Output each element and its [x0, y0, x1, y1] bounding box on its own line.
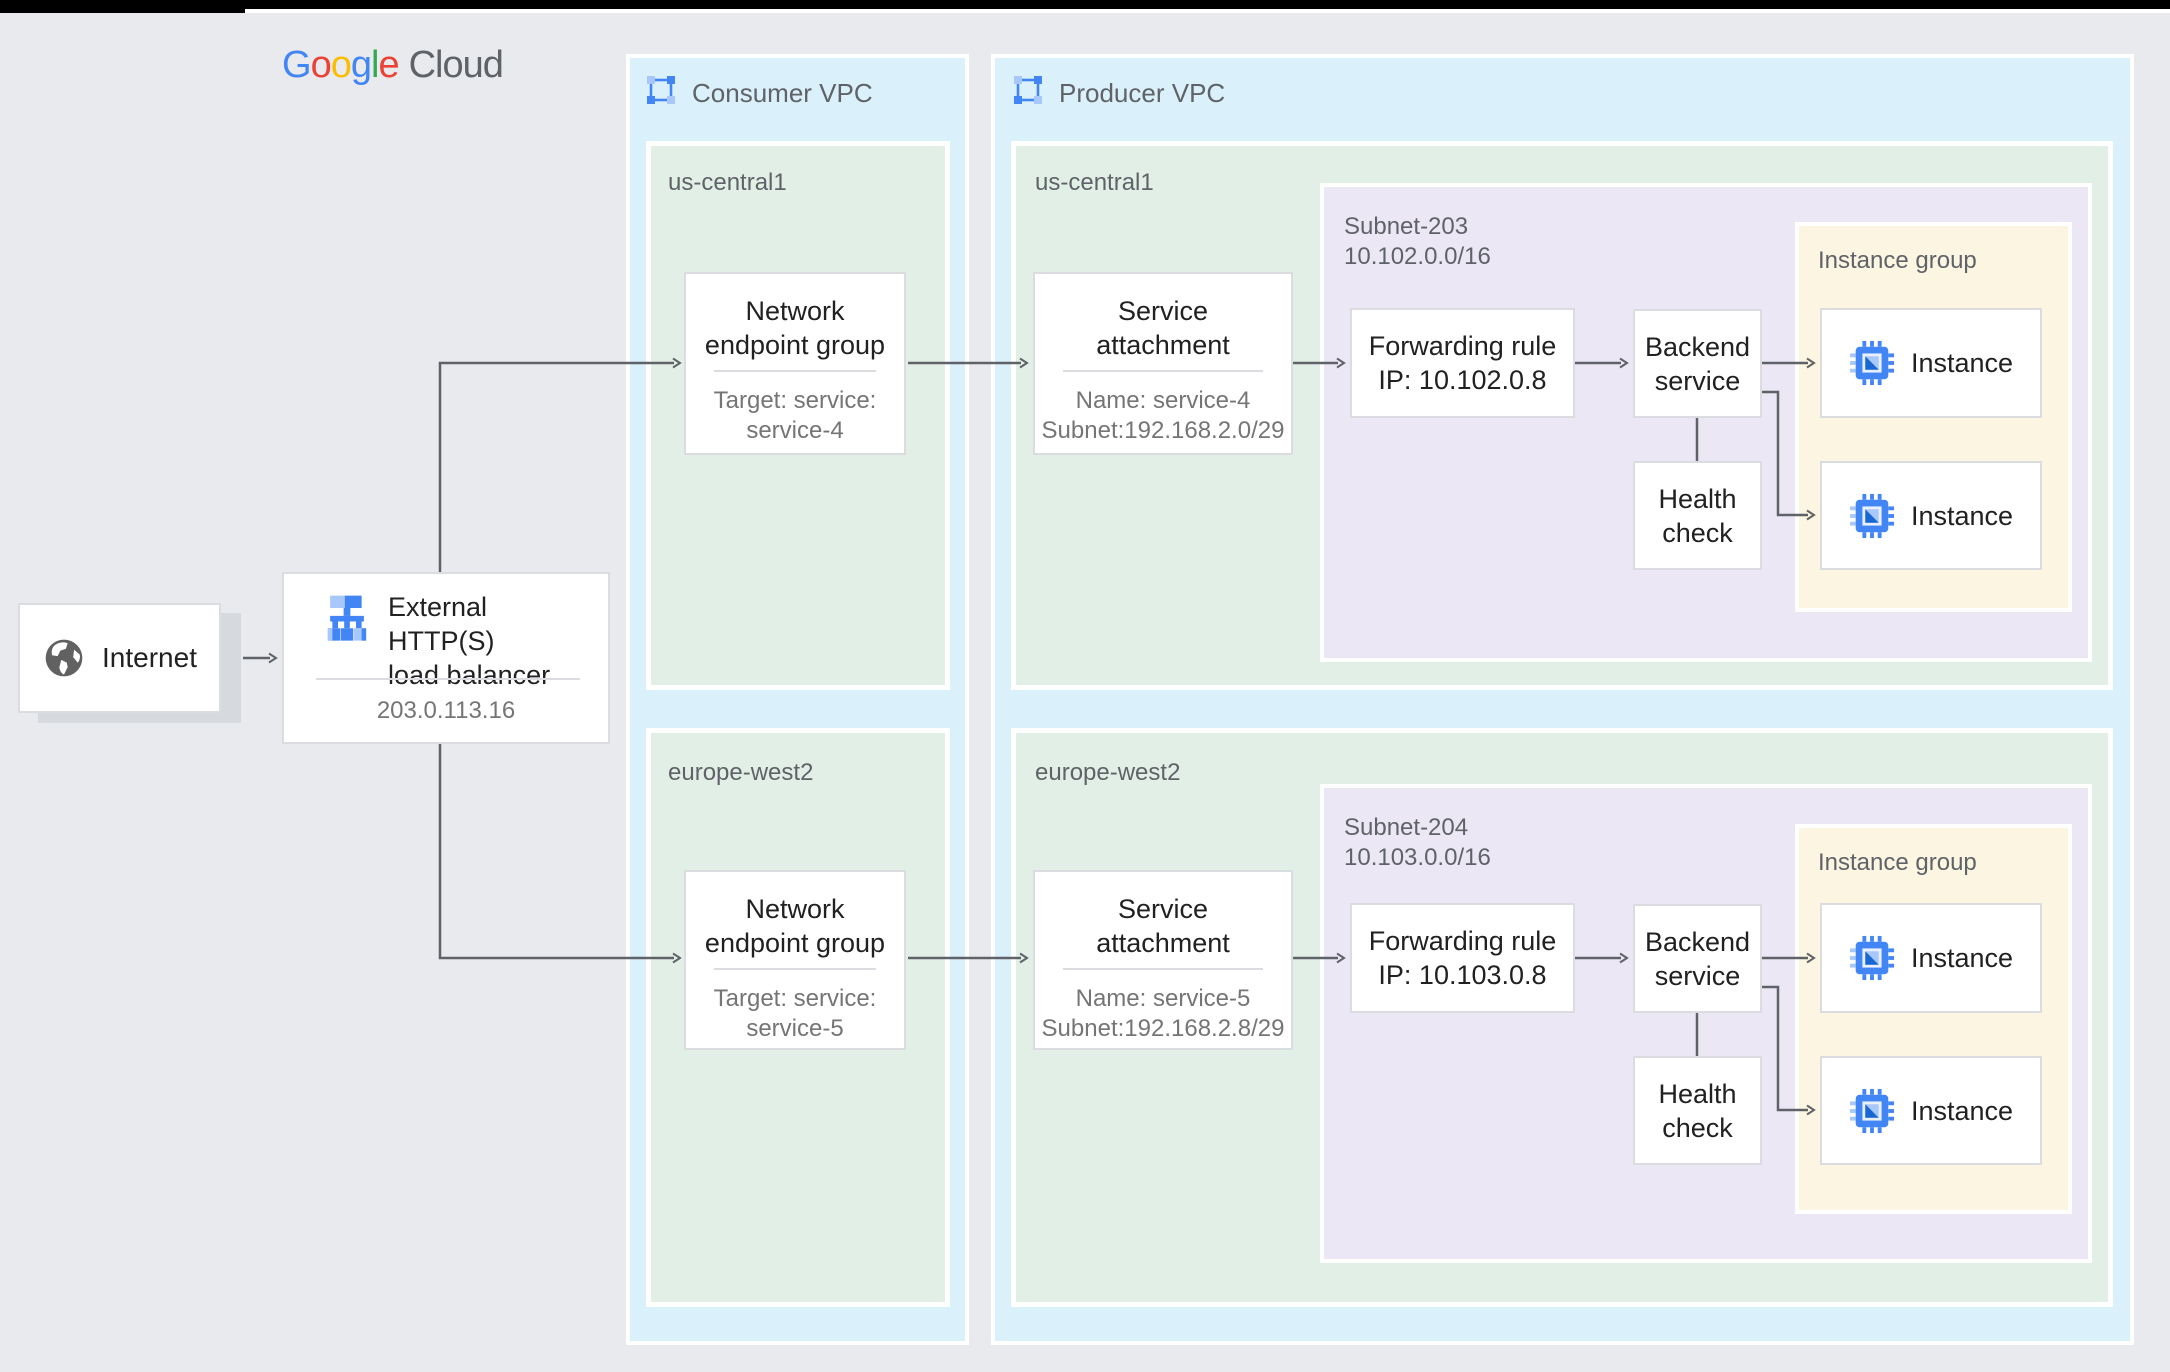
logo-letter: g	[350, 44, 372, 86]
vpc-icon	[1012, 74, 1044, 106]
forwarding-rule-text-2: Forwarding rule IP: 10.103.0.8	[1368, 926, 1557, 990]
consumer-vpc-label: Consumer VPC	[692, 78, 873, 108]
connector-lb-to-neg-1	[438, 357, 682, 572]
logo-letter: o	[330, 44, 352, 86]
instance-group-label-2: Instance group	[1818, 849, 1977, 876]
instance-group-label-1: Instance group	[1818, 247, 1977, 274]
neg-target-2: Target: service: service-5	[713, 985, 877, 1042]
service-attachment-title-2: Service attachment	[1096, 894, 1230, 958]
service-attachment-box-1: Service attachment Name: service-4 Subne…	[1033, 272, 1293, 455]
neg-divider-1	[714, 370, 876, 372]
load-balancer-ip: 203.0.113.16	[376, 697, 516, 724]
top-left-black-bar	[0, 0, 245, 13]
health-check-text-2: Health check	[1658, 1078, 1737, 1143]
consumer-region-europe-west2-label: europe-west2	[668, 759, 814, 786]
service-attachment-box-2: Service attachment Name: service-5 Subne…	[1033, 870, 1293, 1050]
logo-letter: l	[370, 44, 380, 86]
instance-label: Instance	[1910, 348, 2014, 378]
vpc-icon	[645, 74, 677, 106]
subnet-203-label: Subnet-203 10.102.0.0/16	[1344, 213, 1491, 270]
network-endpoint-group-box-1: Network endpoint group Target: service: …	[684, 272, 906, 455]
globe-icon	[42, 636, 86, 680]
service-attachment-details-2: Name: service-5 Subnet:192.168.2.8/29	[1041, 985, 1285, 1042]
logo-letter: o	[310, 44, 332, 86]
neg-title-1: Network endpoint group	[704, 296, 886, 360]
consumer-region-us-central1-label: us-central1	[668, 169, 787, 196]
health-check-box-2: Health check	[1633, 1056, 1762, 1165]
top-black-bar	[0, 0, 2170, 9]
service-attachment-divider-1	[1063, 370, 1263, 372]
neg-title-2: Network endpoint group	[704, 894, 886, 958]
health-check-text-1: Health check	[1658, 483, 1737, 548]
subnet-204-label: Subnet-204 10.103.0.0/16	[1344, 814, 1491, 871]
internet-label: Internet	[102, 642, 197, 673]
load-balancer-box: External HTTP(S) load balancer 203.0.113…	[282, 572, 610, 744]
instance-box-2a: Instance	[1820, 903, 2042, 1013]
neg-target-1: Target: service: service-4	[713, 387, 877, 444]
forwarding-rule-box-2: Forwarding rule IP: 10.103.0.8	[1350, 903, 1575, 1013]
load-balancer-title: External HTTP(S) load balancer	[388, 592, 551, 690]
network-endpoint-group-box-2: Network endpoint group Target: service: …	[684, 870, 906, 1050]
backend-service-text-1: Backend service	[1644, 331, 1751, 396]
internet-box: Internet	[18, 603, 221, 713]
service-attachment-divider-2	[1063, 968, 1263, 970]
instance-label: Instance	[1910, 943, 2014, 973]
producer-region-europe-west2-label: europe-west2	[1035, 759, 1181, 786]
compute-instance-icon	[1849, 1088, 1895, 1134]
load-balancer-icon	[320, 590, 374, 644]
logo-letter: e	[378, 44, 399, 86]
service-attachment-details-1: Name: service-4 Subnet:192.168.2.0/29	[1041, 387, 1285, 444]
producer-region-us-central1-label: us-central1	[1035, 169, 1154, 196]
health-check-box-1: Health check	[1633, 461, 1762, 570]
connector-lb-to-neg-2	[438, 744, 682, 964]
logo-cloud-text: Cloud	[408, 44, 504, 86]
connector-bs-to-instance-1b	[1762, 390, 1816, 521]
compute-instance-icon	[1849, 340, 1895, 386]
top-white-strip	[245, 9, 2170, 13]
neg-divider-2	[714, 968, 876, 970]
service-attachment-title-1: Service attachment	[1096, 296, 1230, 360]
logo-letter: G	[282, 44, 312, 86]
instance-box-2b: Instance	[1820, 1056, 2042, 1165]
connector-bs-to-instance-2b	[1762, 985, 1816, 1116]
compute-instance-icon	[1849, 935, 1895, 981]
backend-service-box-2: Backend service	[1633, 904, 1762, 1013]
backend-service-text-2: Backend service	[1644, 926, 1751, 991]
instance-label: Instance	[1910, 500, 2014, 531]
compute-instance-icon	[1849, 493, 1895, 539]
instance-box-1a: Instance	[1820, 308, 2042, 418]
forwarding-rule-box-1: Forwarding rule IP: 10.102.0.8	[1350, 308, 1575, 418]
forwarding-rule-text-1: Forwarding rule IP: 10.102.0.8	[1368, 331, 1557, 395]
load-balancer-divider	[316, 678, 580, 680]
instance-label: Instance	[1910, 1095, 2014, 1126]
backend-service-box-1: Backend service	[1633, 309, 1762, 418]
producer-vpc-label: Producer VPC	[1059, 78, 1226, 108]
instance-box-1b: Instance	[1820, 461, 2042, 570]
